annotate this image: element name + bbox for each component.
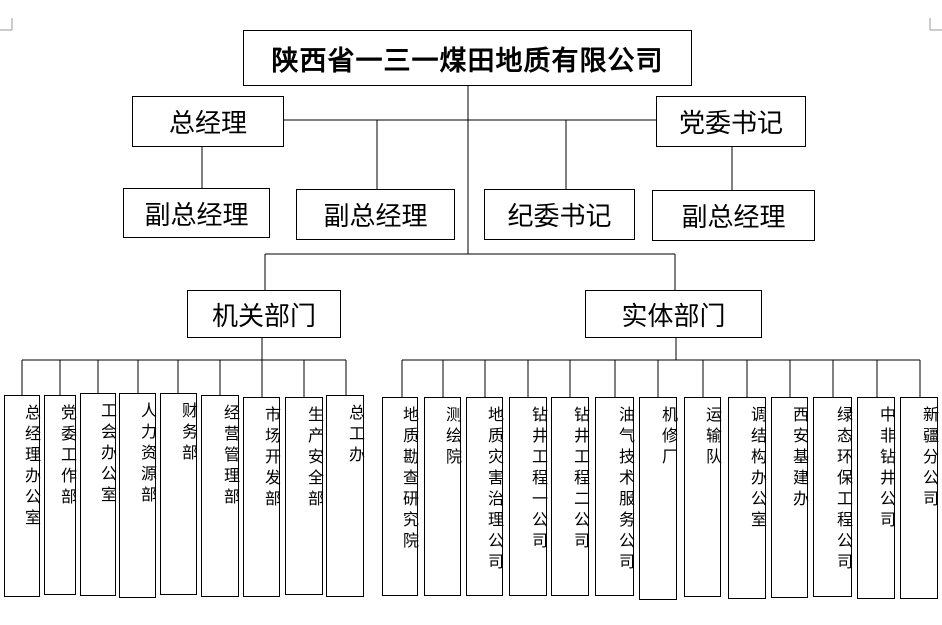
unit-geological-survey-institute: 地质勘查研究院 [382, 397, 419, 596]
discipline-secretary-node: 纪委书记 [484, 189, 635, 240]
dept-chief-engineer-office: 总工办 [326, 395, 365, 597]
deputy-gm-right-node: 副总经理 [652, 190, 815, 241]
dept-market-development: 市场开发部 [243, 397, 281, 597]
general-manager-node: 总经理 [132, 96, 284, 147]
admin-departments-node: 机关部门 [187, 290, 341, 338]
unit-surveying-institute: 测绘院 [424, 397, 462, 596]
unit-transport-team: 运输队 [684, 397, 722, 597]
unit-oil-gas-services: 油气技术服务公司 [595, 397, 635, 596]
unit-drilling-company-1: 钻井工程一公司 [509, 397, 548, 596]
deputy-gm-left-node: 副总经理 [123, 188, 270, 238]
unit-green-environmental-company: 绿态环保工程公司 [813, 397, 853, 597]
unit-restructuring-office: 调结构办公室 [728, 397, 767, 599]
unit-xian-construction-office: 西安基建办 [771, 397, 809, 598]
unit-machine-repair-plant: 机修厂 [639, 397, 678, 600]
party-secretary-node: 党委书记 [656, 96, 806, 147]
dept-gm-office: 总经理办公室 [4, 395, 41, 597]
company-node: 陕西省一三一煤田地质有限公司 [243, 30, 692, 86]
dept-union-office: 工会办公室 [80, 393, 117, 596]
dept-finance: 财务部 [160, 393, 198, 595]
dept-production-safety: 生产安全部 [285, 397, 324, 595]
unit-sino-africa-drilling: 中非钻井公司 [857, 397, 896, 599]
dept-human-resources: 人力资源部 [119, 393, 157, 598]
dept-party-work: 党委工作部 [44, 395, 77, 595]
unit-geohazard-company: 地质灾害治理公司 [466, 397, 504, 596]
deputy-gm-center-node: 副总经理 [296, 189, 455, 240]
unit-drilling-company-2: 钻井工程二公司 [551, 397, 590, 596]
entity-departments-node: 实体部门 [585, 290, 762, 338]
dept-business-management: 经营管理部 [201, 395, 240, 597]
unit-xinjiang-branch: 新疆分公司 [900, 397, 939, 599]
